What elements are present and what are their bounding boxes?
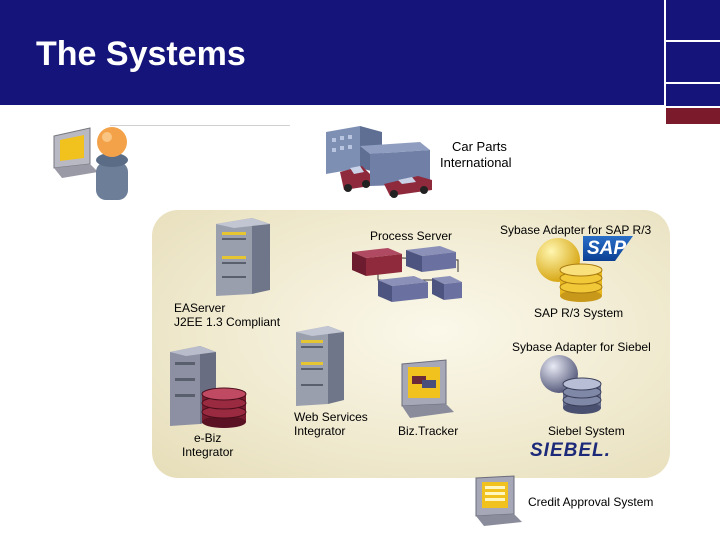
credit-approval-label: Credit Approval System (528, 495, 654, 509)
easerver-server-icon (212, 216, 274, 298)
web-services-server-icon (292, 324, 348, 408)
siebel-database-icon (560, 376, 604, 416)
car-parts-label-line2: International (440, 155, 512, 170)
process-server-icon (348, 244, 464, 306)
user-at-workstation-icon (50, 122, 140, 202)
ebiz-label-line2: Integrator (182, 445, 234, 459)
easerver-label-line2: J2EE 1.3 Compliant (174, 315, 281, 329)
sybase-adapter-siebel-label: Sybase Adapter for Siebel (512, 340, 651, 354)
slide-title: The Systems (36, 35, 246, 73)
divider (110, 125, 290, 126)
siebel-system-label: Siebel System (548, 424, 625, 438)
credit-approval-computer-icon (472, 474, 524, 528)
ebiz-label: e-Biz (194, 431, 222, 445)
factory-with-trucks-icon (320, 124, 440, 200)
sap-database-icon (556, 262, 606, 304)
web-services-label-line2: Integrator (294, 424, 346, 438)
web-services-label: Web Services (294, 410, 368, 424)
biztracker-computer-icon (396, 358, 456, 420)
easerver-label: EAServer (174, 301, 226, 315)
side-strip (666, 84, 720, 106)
side-strip-accent (666, 108, 720, 124)
title-bar (0, 0, 664, 105)
process-server-label: Process Server (370, 229, 453, 243)
car-parts-label: Car Parts (452, 139, 507, 154)
sap-logo-text: SAP (587, 238, 627, 259)
siebel-logo: SIEBEL. (530, 440, 611, 461)
side-strip (666, 0, 720, 40)
side-strip (666, 42, 720, 82)
ebiz-database-icon (198, 386, 250, 430)
biztracker-label: Biz.Tracker (398, 424, 459, 438)
sybase-adapter-sap-label: Sybase Adapter for SAP R/3 (500, 223, 652, 237)
sap-system-label: SAP R/3 System (534, 306, 624, 320)
